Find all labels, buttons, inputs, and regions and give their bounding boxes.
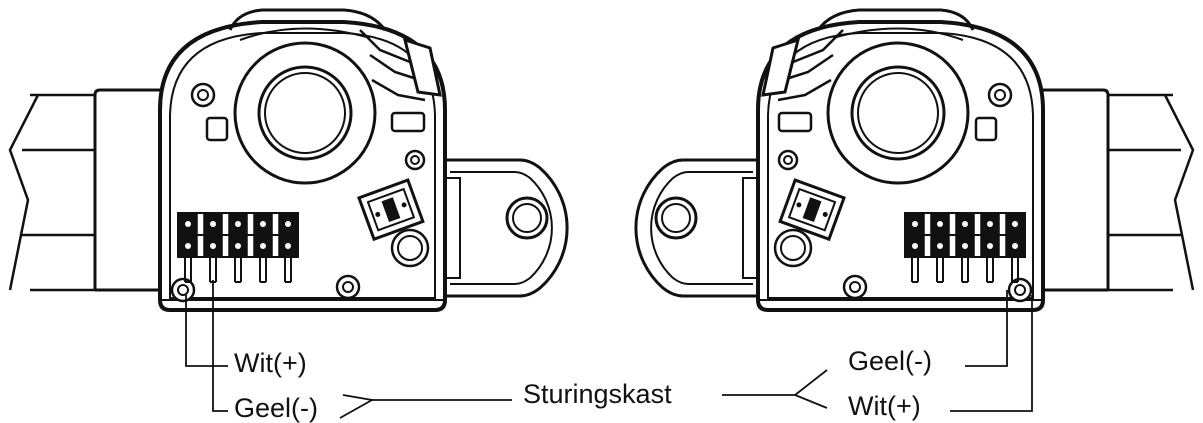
right-yellow-wire-label: Geel(-) [848, 346, 933, 376]
left-white-wire-label: Wit(+) [234, 348, 307, 378]
control-box-label: Sturingskast [523, 379, 672, 409]
right-motor-unit [633, 8, 1195, 312]
left-yellow-wire-label: Geel(-) [234, 393, 319, 423]
left-wire-leaders [185, 280, 512, 419]
right-white-wire-label: Wit(+) [848, 391, 921, 421]
left-motor-unit [8, 8, 570, 312]
right-wire-leaders [722, 290, 1033, 412]
